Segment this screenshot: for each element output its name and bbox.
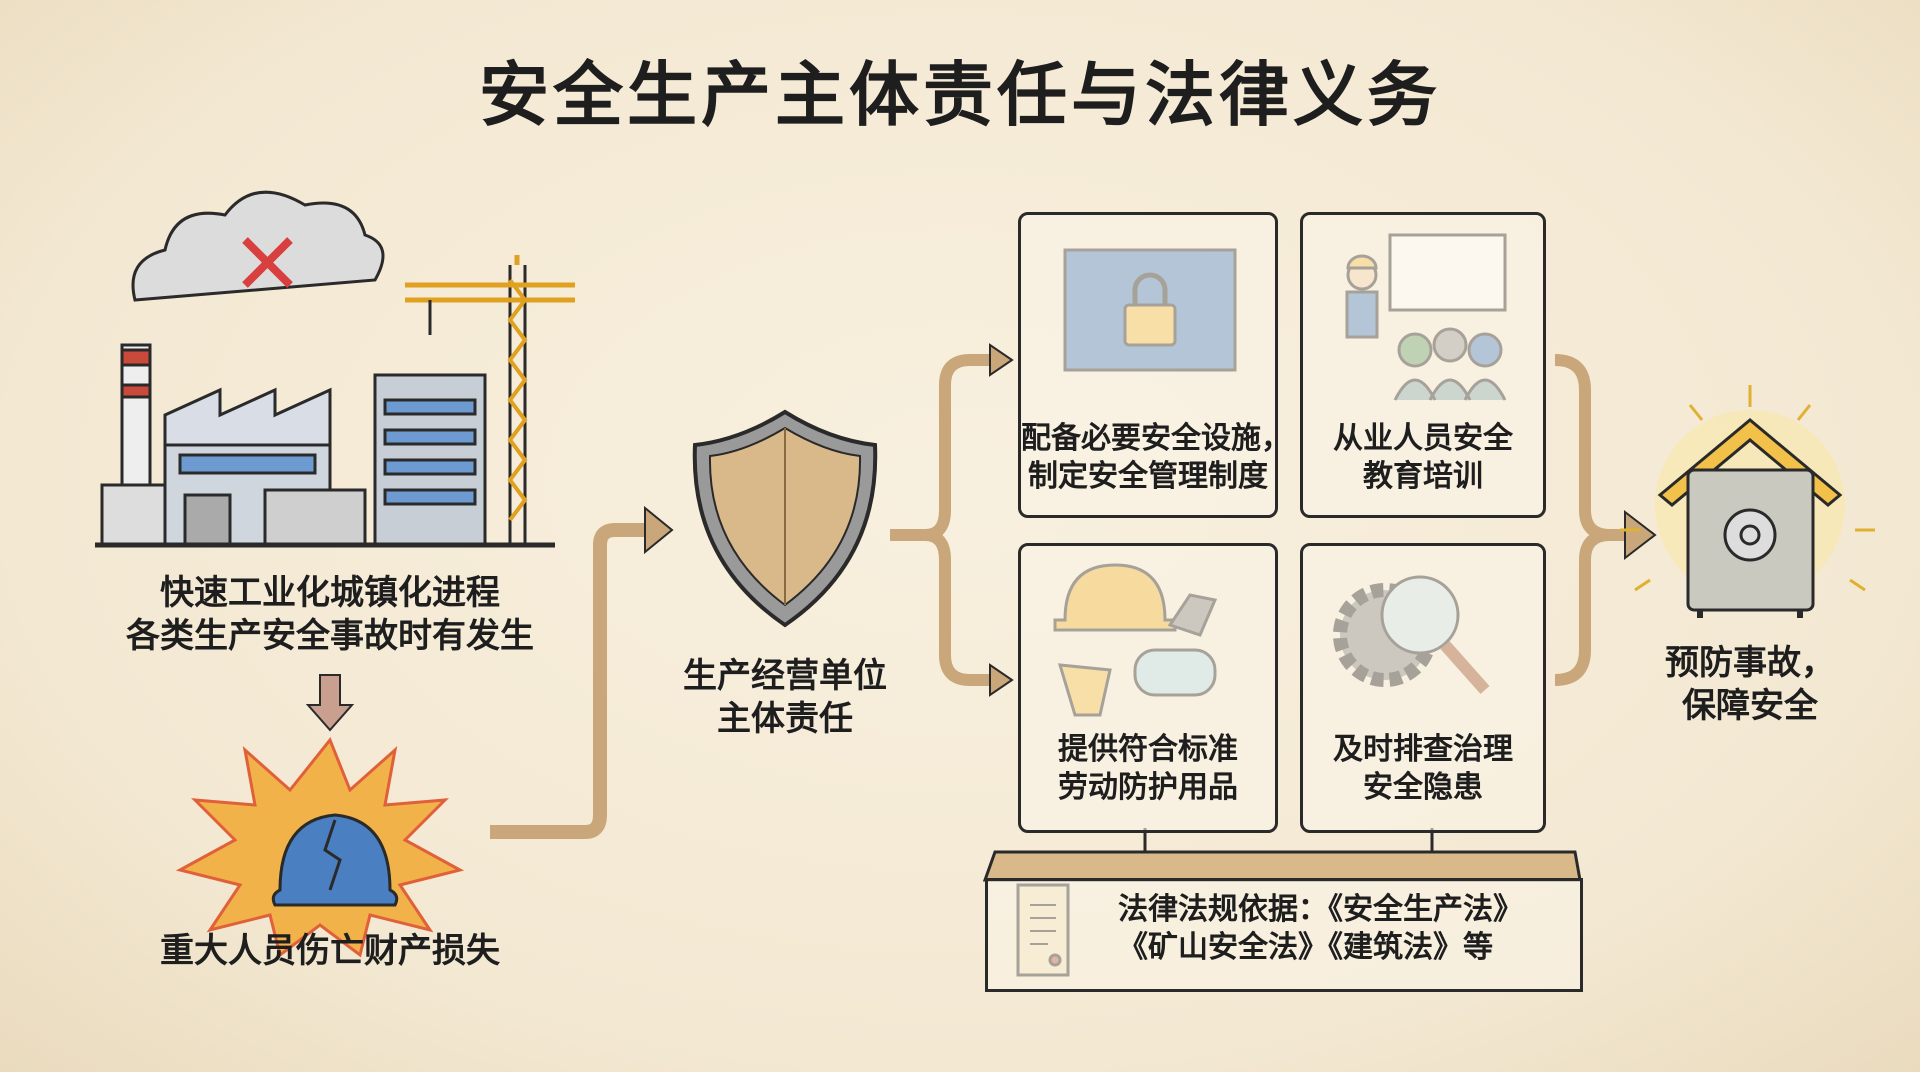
- shield-icon: [692, 409, 878, 628]
- accident-explosion-icon: [175, 737, 465, 958]
- duty-box-hazards: 及时排查治理安全隐患: [1300, 543, 1546, 833]
- duty-line1: 配备必要安全设施，: [1021, 421, 1291, 456]
- page-title: 安全生产主体责任与法律义务: [479, 54, 1441, 136]
- duty-line2: 制定安全管理制度: [1028, 458, 1268, 494]
- duty-line2: 教育培训: [1363, 458, 1483, 494]
- duty-line1: 及时排查治理: [1333, 732, 1513, 767]
- cause-line2: 各类生产安全事故时有发生: [126, 615, 534, 656]
- legal-line2: 《矿山安全法》《建筑法》等: [1118, 929, 1493, 965]
- duty-box-equipment: 提供符合标准劳动防护用品: [1018, 543, 1278, 833]
- duty-box-training: 从业人员安全教育培训: [1300, 212, 1546, 518]
- effect-text: 重大人员伤亡财产损失: [160, 931, 500, 971]
- flow-arrow-to-shield: [490, 523, 650, 839]
- center-line1: 生产经营单位: [683, 656, 887, 696]
- branch-arrows: [890, 354, 995, 686]
- legal-basis-box: 法律法规依据：《安全生产法》《矿山安全法》《建筑法》等: [985, 878, 1583, 992]
- duty-box-facilities: 配备必要安全设施，制定安全管理制度: [1018, 212, 1291, 518]
- legal-plank: [982, 850, 1582, 882]
- duty-line1: 从业人员安全: [1333, 421, 1513, 456]
- safe-house-icon: [1620, 385, 1875, 618]
- factory-illustration-icon: [95, 190, 575, 548]
- down-arrow-icon: [305, 674, 355, 732]
- center-line2: 主体责任: [717, 698, 853, 739]
- center-responsibility-text: 生产经营单位 主体责任: [635, 655, 935, 740]
- outcome-text: 预防事故， 保障安全: [1620, 642, 1880, 727]
- duty-line2: 安全隐患: [1363, 769, 1483, 805]
- outcome-line1: 预防事故，: [1665, 643, 1835, 683]
- cause-text: 快速工业化城镇化进程 各类生产安全事故时有发生: [80, 572, 580, 657]
- legal-line1: 法律法规依据：《安全生产法》: [1118, 892, 1523, 927]
- cause-line1: 快速工业化城镇化进程: [160, 573, 500, 613]
- outcome-line2: 保障安全: [1682, 685, 1818, 726]
- duty-line2: 劳动防护用品: [1058, 769, 1238, 805]
- duty-line1: 提供符合标准: [1058, 732, 1238, 767]
